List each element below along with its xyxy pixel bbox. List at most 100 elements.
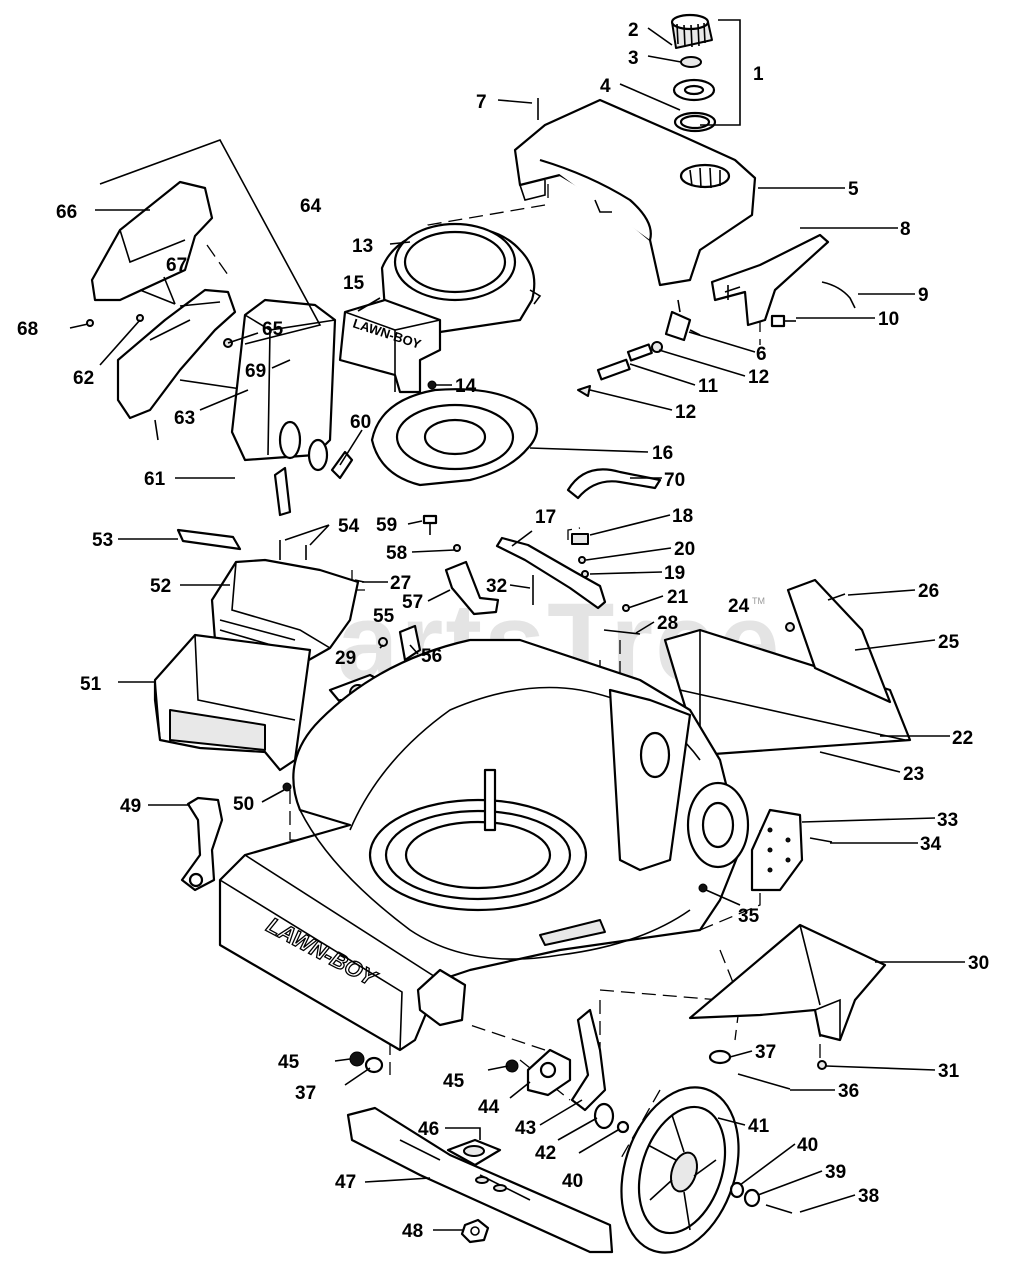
callout-29: 29: [335, 648, 356, 669]
callout-58: 58: [386, 543, 407, 564]
callout-6: 6: [756, 344, 767, 365]
callout-44: 44: [478, 1097, 500, 1118]
callout-57: 57: [402, 592, 423, 613]
bolt-59: [422, 514, 438, 535]
callout-17: 17: [535, 507, 556, 528]
chute-cover: [210, 558, 360, 667]
gas-cap: [670, 13, 713, 49]
hose-clamp-lower: [577, 385, 591, 397]
deflector-hinge: [180, 796, 224, 892]
callout-48: 48: [402, 1221, 423, 1242]
callout-42: 42: [535, 1143, 556, 1164]
nut-45-left: [349, 1051, 365, 1067]
callout-31: 31: [938, 1061, 960, 1082]
screw-58: [453, 544, 461, 552]
callout-28: 28: [657, 613, 678, 634]
engine-shroud: LAWN-BOY: [338, 298, 442, 394]
callout-20: 20: [674, 539, 695, 560]
muffler-bracket: [116, 288, 237, 441]
bolt-34: [809, 837, 833, 843]
callout-56: 56: [421, 646, 442, 667]
callout-52: 52: [150, 576, 171, 597]
callout-9: 9: [918, 285, 929, 306]
height-adjuster-plate: [750, 808, 804, 892]
spacer-42: [593, 1102, 615, 1130]
callout-12b: 12: [675, 402, 696, 423]
callout-11: 11: [698, 376, 719, 397]
callout-3: 3: [628, 48, 639, 69]
callout-16: 16: [652, 443, 673, 464]
rear-shield: [688, 923, 887, 1042]
strap: [566, 468, 662, 500]
muffler-cover: [90, 180, 214, 302]
nut-14: [427, 380, 437, 390]
callout-10: 10: [878, 309, 899, 330]
blade-adapter: [446, 1138, 502, 1167]
cap-gaskets: [672, 78, 717, 133]
callout-49: 49: [120, 796, 141, 817]
callout-61: 61: [144, 469, 166, 490]
watermark-trademark: TM: [752, 596, 765, 606]
washer-20: [578, 556, 586, 564]
callout-24: 24: [728, 596, 750, 617]
bolt-38: [765, 1204, 793, 1214]
callout-46: 46: [418, 1119, 439, 1140]
clip-18: [571, 533, 589, 545]
callout-53: 53: [92, 530, 113, 551]
mower-deck: LAWN-BOY: [218, 638, 750, 1052]
callout-50: 50: [233, 794, 254, 815]
callout-51: 51: [80, 674, 102, 695]
bolt-36: [737, 1073, 791, 1090]
callout-65: 65: [262, 319, 284, 340]
callout-30: 30: [968, 953, 989, 974]
callout-12a: 12: [748, 367, 769, 388]
washer-19: [581, 570, 589, 578]
callout-18: 18: [672, 506, 693, 527]
control-bracket: [444, 560, 500, 616]
axle-bracket: [526, 1048, 572, 1097]
callout-33: 33: [937, 810, 958, 831]
callout-37a: 37: [755, 1042, 776, 1063]
fuel-line-clip: [821, 281, 856, 309]
callout-8: 8: [900, 219, 911, 240]
callout-40b: 40: [562, 1171, 583, 1192]
screw-26: [827, 593, 846, 601]
callout-64: 64: [300, 196, 322, 217]
callout-13: 13: [352, 236, 373, 257]
screw-68: [86, 319, 94, 327]
callout-25: 25: [938, 632, 960, 653]
callout-43: 43: [515, 1118, 536, 1139]
callout-27: 27: [390, 573, 411, 594]
callout-40a: 40: [797, 1135, 818, 1156]
callout-38: 38: [858, 1186, 879, 1207]
washer-37-right: [708, 1049, 732, 1065]
screw-31: [817, 1060, 827, 1070]
callout-15: 15: [343, 273, 365, 294]
leader-lines: [69, 19, 965, 1231]
cap-filter: [680, 56, 702, 68]
clip-24: [785, 622, 795, 632]
callout-7: 7: [476, 92, 487, 113]
flap-25: [786, 578, 892, 704]
blade-nut: [460, 1218, 490, 1244]
screws-54: [279, 540, 307, 560]
callout-21: 21: [667, 587, 689, 608]
tank-bracket: [710, 233, 830, 327]
muffler: [230, 298, 337, 517]
callout-26: 26: [918, 581, 939, 602]
callout-37b: 37: [295, 1083, 316, 1104]
callout-1: 1: [753, 64, 764, 85]
callout-4: 4: [600, 76, 611, 97]
bolt-67: [139, 289, 176, 305]
callout-36: 36: [838, 1081, 859, 1102]
blade: [346, 1106, 614, 1254]
decal-53: [176, 528, 242, 551]
callout-60: 60: [350, 412, 371, 433]
callout-23: 23: [903, 764, 924, 785]
callout-45b: 45: [443, 1071, 465, 1092]
screw-10: [770, 314, 796, 328]
engine-baffle: [370, 388, 539, 487]
screw-55: [378, 637, 388, 647]
